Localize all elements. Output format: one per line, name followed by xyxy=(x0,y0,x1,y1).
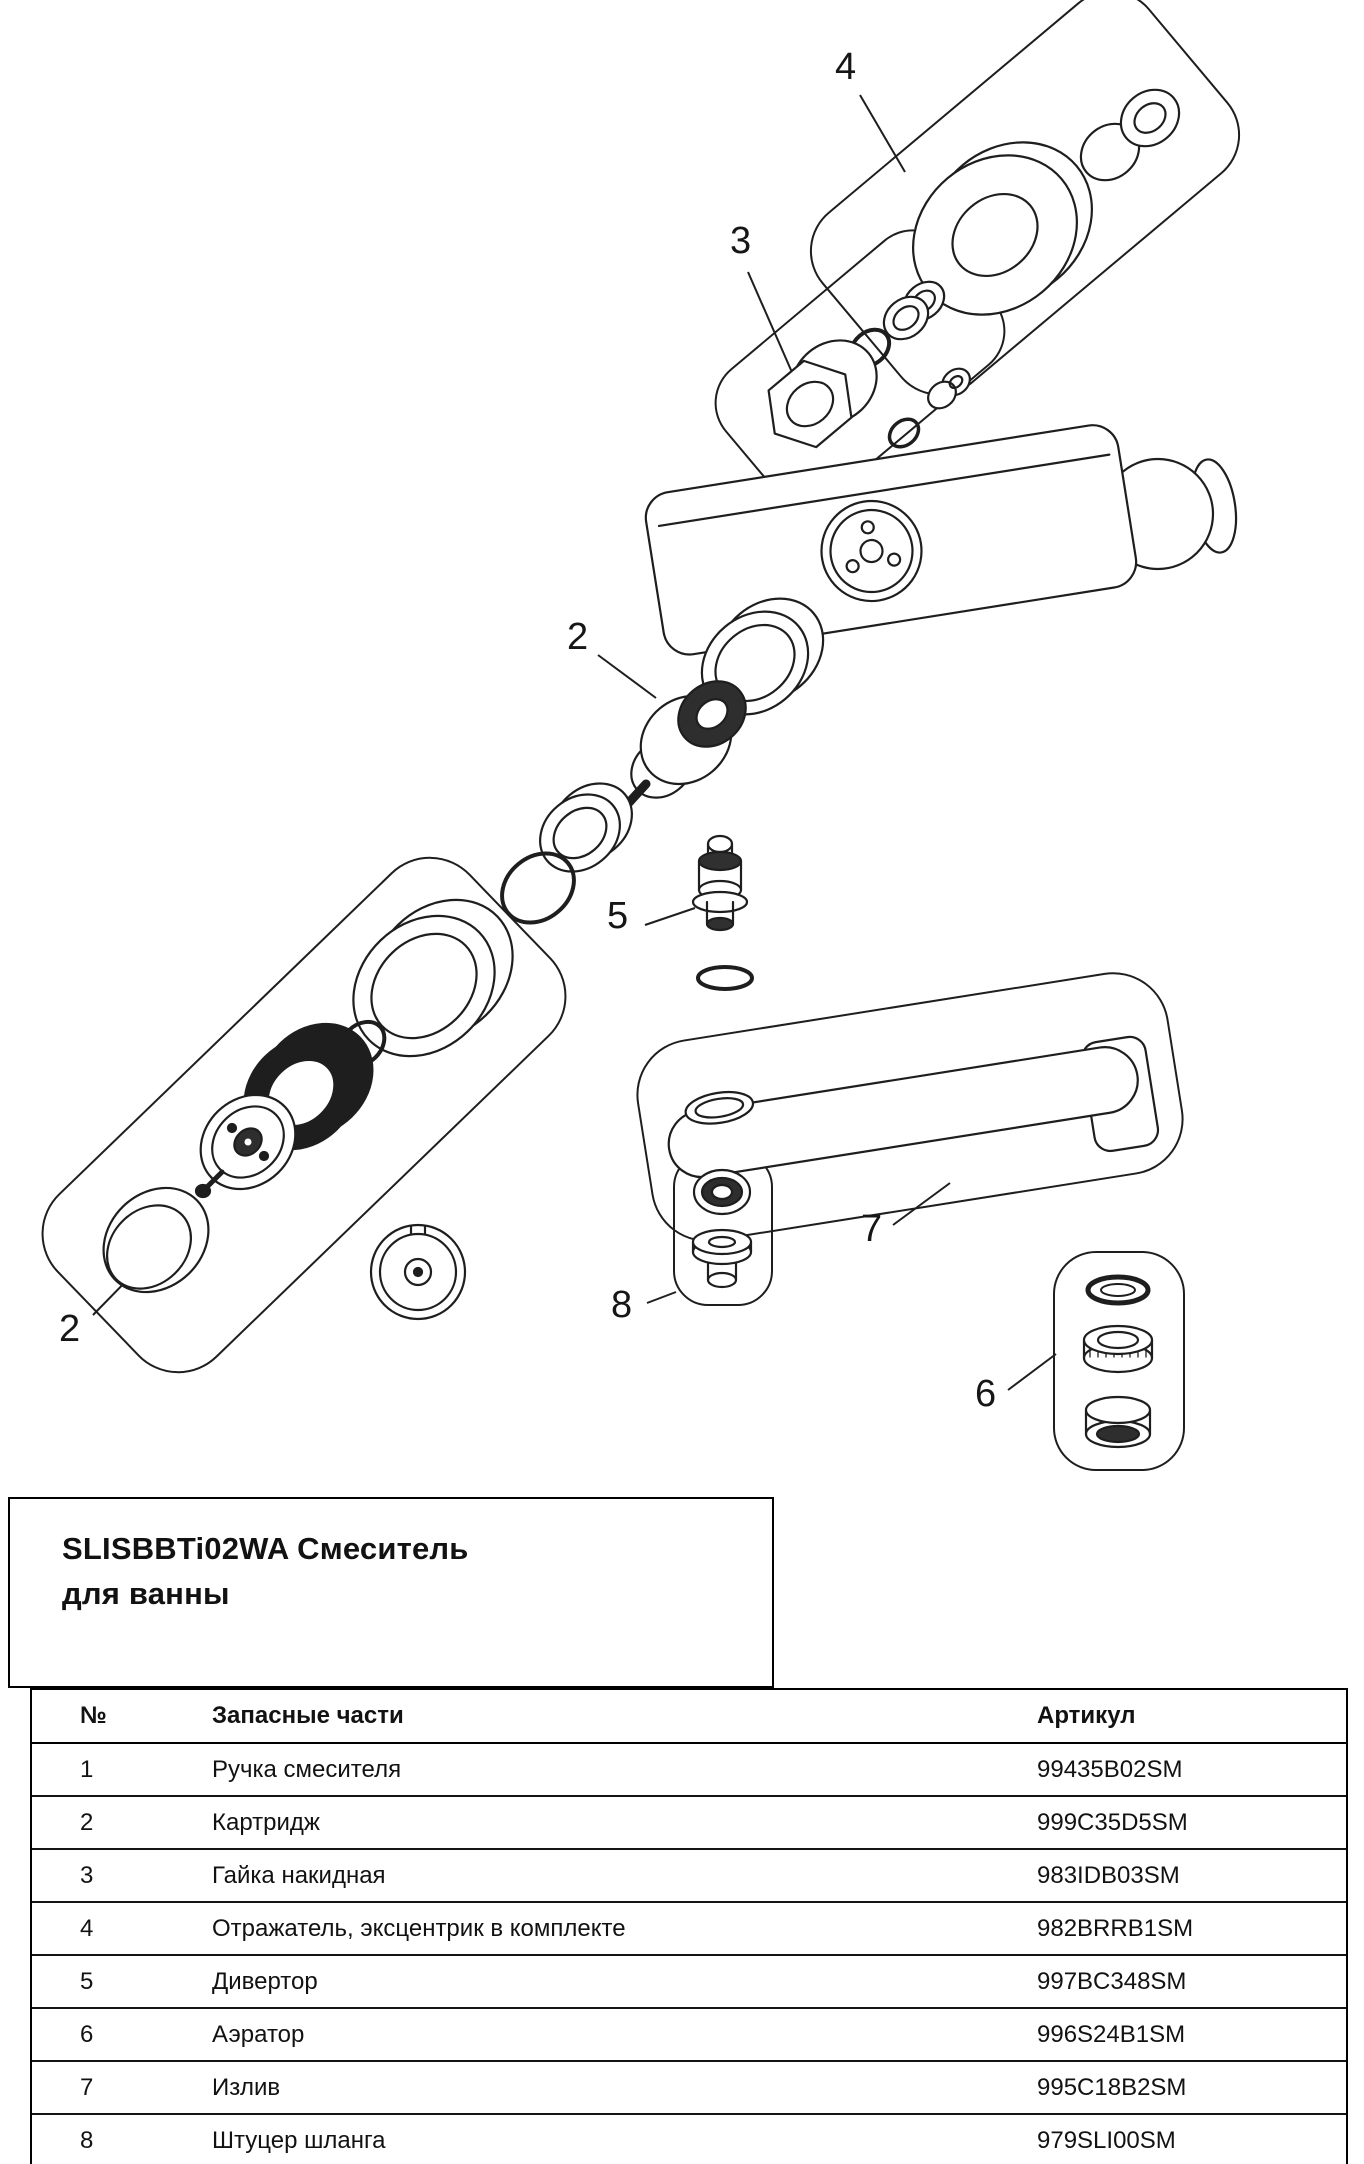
part-sku: 997BC348SM xyxy=(1037,1967,1187,1995)
table-row: 4 Отражатель, эксцентрик в комплекте 982… xyxy=(32,1903,1346,1956)
part-sku: 983IDB03SM xyxy=(1037,1861,1180,1889)
part-sku: 999C35D5SM xyxy=(1037,1808,1188,1836)
cartridge-group xyxy=(500,597,825,925)
part-sku: 982BRRB1SM xyxy=(1037,1914,1194,1942)
union-nut-group xyxy=(767,295,930,449)
spout-part xyxy=(667,1035,1160,1179)
part-sku: 996S24B1SM xyxy=(1037,2020,1186,2048)
handle-group xyxy=(102,898,514,1294)
table-header: № Запасные части Артикул xyxy=(32,1690,1346,1744)
callout-8: 8 xyxy=(611,1284,633,1326)
callout-6: 6 xyxy=(975,1373,997,1415)
part-number: 8 xyxy=(80,2126,94,2154)
product-title-line2: для ванны xyxy=(62,1575,230,1611)
part-number: 3 xyxy=(80,1861,94,1889)
part-name: Отражатель, эксцентрик в комплекте xyxy=(212,1914,626,1942)
callout-4: 4 xyxy=(835,46,857,88)
table-row: 6 Аэратор 996S24B1SM xyxy=(32,2009,1346,2062)
callout-2-cartridge: 2 xyxy=(567,616,589,658)
part-number: 4 xyxy=(80,1914,94,1942)
table-row: 2 Картридж 999C35D5SM xyxy=(32,1797,1346,1850)
part-sku: 979SLI00SM xyxy=(1037,2126,1176,2154)
part-number: 6 xyxy=(80,2020,94,2048)
product-title-line1: SLISBBTi02WA Смеситель xyxy=(62,1531,469,1566)
part-sku: 99435B02SM xyxy=(1037,1755,1183,1783)
part-name: Дивертор xyxy=(212,1967,318,1995)
table-row: 5 Дивертор 997BC348SM xyxy=(32,1956,1346,2009)
hose-fitting-group xyxy=(691,1168,753,1289)
part-name: Штуцер шланга xyxy=(212,2126,386,2154)
header-sku: Артикул xyxy=(1037,1702,1136,1729)
callout-5: 5 xyxy=(607,895,629,937)
header-name: Запасные части xyxy=(212,1702,404,1729)
mixer-body xyxy=(644,424,1238,656)
parts-table: № Запасные части Артикул 1 Ручка смесите… xyxy=(30,1688,1348,2164)
part-sku: 995C18B2SM xyxy=(1037,2073,1187,2101)
part-name: Картридж xyxy=(212,1808,320,1836)
header-number: № xyxy=(80,1702,107,1729)
title-block: SLISBBTi02WA Смеситель для ванны xyxy=(8,1497,774,1688)
aerator-group xyxy=(1082,1274,1154,1449)
table-row: 1 Ручка смесителя 99435B02SM xyxy=(32,1744,1346,1797)
exploded-view-diagram xyxy=(41,0,1241,1471)
callout-7: 7 xyxy=(861,1208,883,1250)
part-number: 1 xyxy=(80,1755,94,1783)
reflector-eccentric-group xyxy=(902,88,1181,322)
decor-disc xyxy=(369,1223,467,1321)
small-connector-parts xyxy=(887,367,971,449)
table-row: 3 Гайка накидная 983IDB03SM xyxy=(32,1850,1346,1903)
diverter-part xyxy=(691,834,754,991)
callout-2-handle: 2 xyxy=(59,1308,81,1350)
part-name: Ручка смесителя xyxy=(212,1755,402,1783)
callout-3: 3 xyxy=(730,220,752,262)
table-row: 8 Штуцер шланга 979SLI00SM xyxy=(32,2115,1346,2164)
part-name: Гайка накидная xyxy=(212,1861,386,1889)
table-row: 7 Излив 995C18B2SM xyxy=(32,2062,1346,2115)
part-number: 7 xyxy=(80,2073,94,2101)
part-number: 2 xyxy=(80,1808,94,1836)
part-name: Аэратор xyxy=(212,2020,305,2048)
part-number: 5 xyxy=(80,1967,94,1995)
part-name: Излив xyxy=(212,2073,281,2101)
